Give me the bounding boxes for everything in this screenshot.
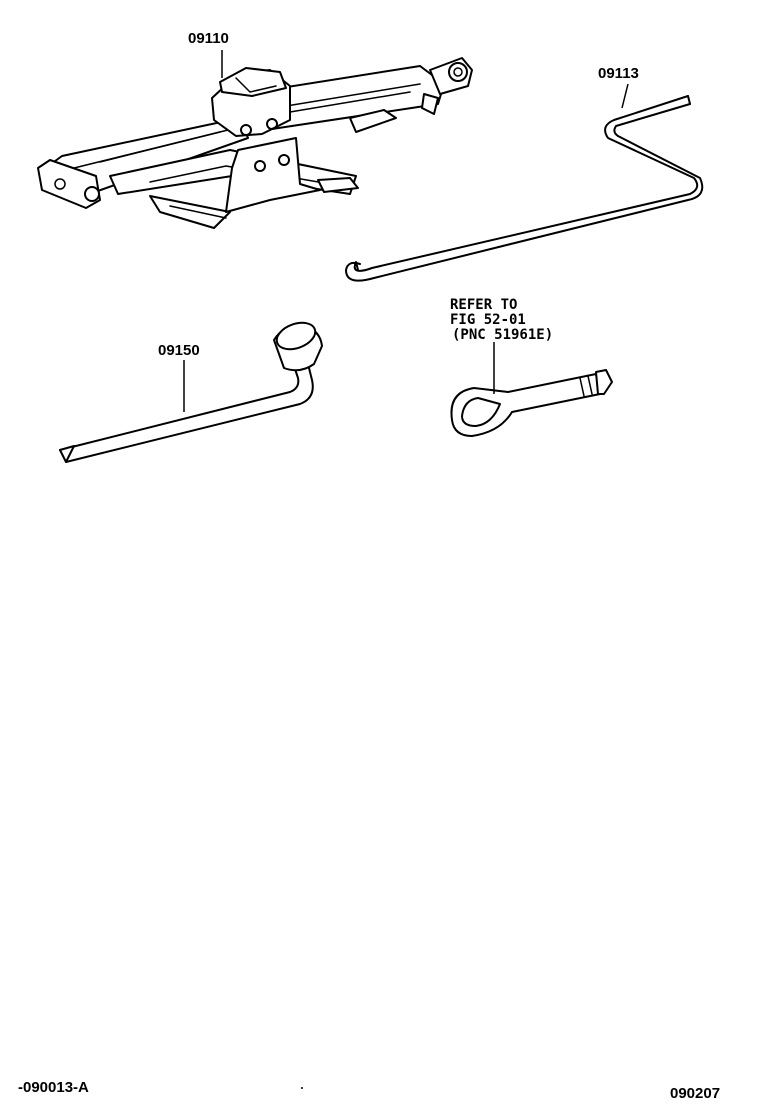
refer-note-line2: FIG 52-01 xyxy=(450,312,526,328)
label-09150: 09150 xyxy=(158,342,200,359)
label-09110: 09110 xyxy=(188,30,229,47)
jack-handle-drawing xyxy=(345,83,704,282)
label-09113: 09113 xyxy=(598,65,639,82)
footer-left-code: -090013-A xyxy=(18,1079,89,1096)
wrench-drawing xyxy=(59,321,323,463)
refer-note-line1: REFER TO xyxy=(450,297,517,313)
refer-note-line3: (PNC 51961E) xyxy=(452,327,553,343)
towing-eye-drawing xyxy=(450,342,613,437)
footer-right-code: 090207 xyxy=(670,1085,720,1102)
scissor-jack-drawing xyxy=(37,50,473,229)
dot-mark xyxy=(301,1087,303,1089)
